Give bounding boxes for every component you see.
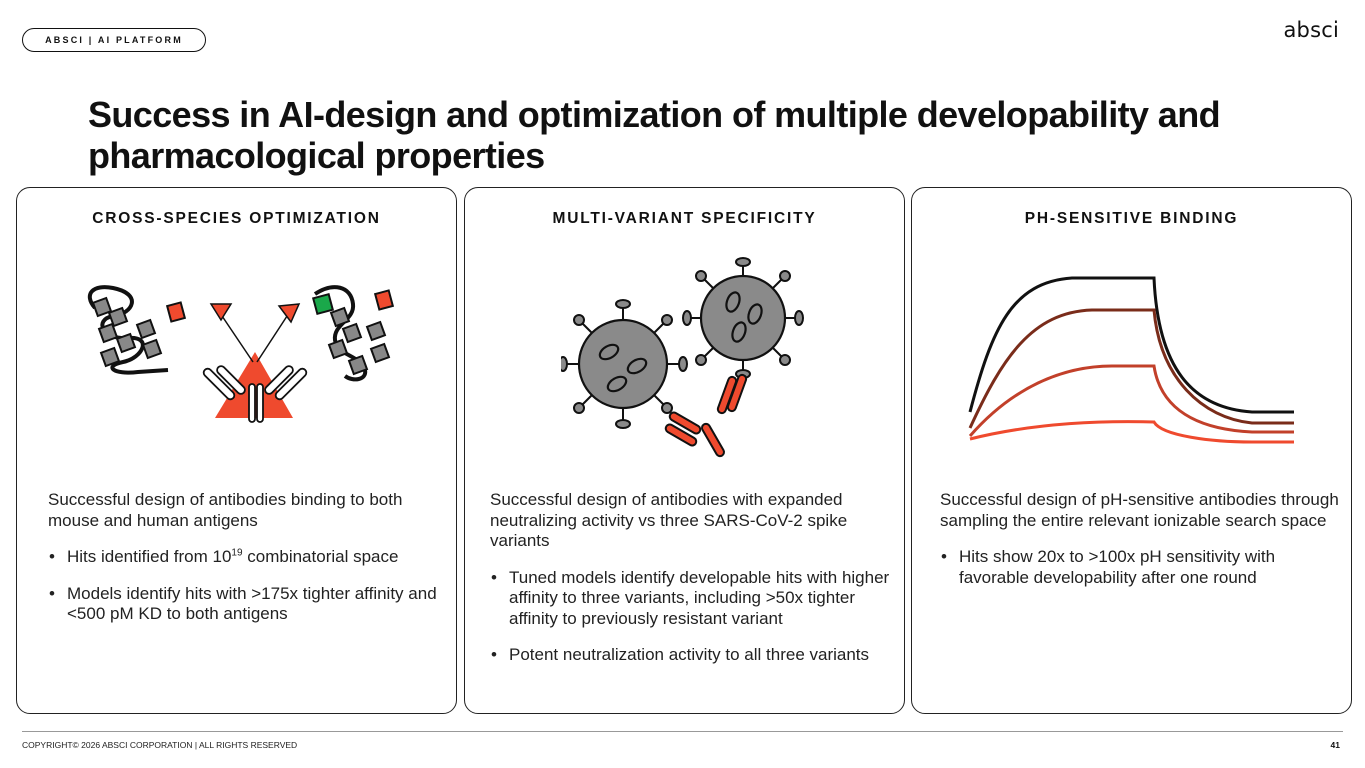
binding-curves-icon: [968, 276, 1294, 444]
protein-antibody-icon: [87, 285, 395, 423]
bullet-text-cont: combinatorial space: [242, 547, 399, 566]
footer-divider: [22, 731, 1343, 732]
copyright-text: COPYRIGHT© 2026 ABSCI CORPORATION | ALL …: [22, 740, 298, 750]
card-heading: MULTI-VARIANT SPECIFICITY: [552, 210, 817, 227]
card-intro: Successful design of antibodies binding …: [48, 490, 403, 530]
card-body: Successful design of antibodies binding …: [48, 490, 438, 641]
card-intro: Successful design of pH-sensitive antibo…: [940, 490, 1339, 530]
section-tag: ABSCI | AI PLATFORM: [22, 28, 206, 52]
card-heading: CROSS-SPECIES OPTIMIZATION: [92, 210, 381, 227]
bullet-item: Tuned models identify developable hits w…: [490, 568, 890, 630]
card-body: Successful design of pH-sensitive antibo…: [940, 490, 1340, 604]
bullet-text: Hits identified from 10: [67, 547, 232, 566]
bullet-item: Models identify hits with >175x tighter …: [48, 584, 438, 625]
page-number: 41: [1330, 740, 1340, 750]
bullet-item: Hits identified from 1019 combinatorial …: [48, 547, 438, 568]
page-title: Success in AI-design and optimization of…: [88, 94, 1221, 176]
card-multi-variant: MULTI-VARIANT SPECIFICITY: [464, 187, 905, 714]
card-intro: Successful design of antibodies with exp…: [490, 490, 848, 550]
virus-antibody-icon: [561, 257, 804, 458]
exponent: 19: [231, 547, 243, 559]
card-cross-species: CROSS-SPECIES OPTIMIZATION: [16, 187, 457, 714]
bullet-item: Potent neutralization activity to all th…: [490, 645, 890, 666]
card-ph-sensitive: PH-SENSITIVE BINDING Successful design o…: [911, 187, 1352, 714]
card-body: Successful design of antibodies with exp…: [490, 490, 890, 682]
card-heading: PH-SENSITIVE BINDING: [1024, 210, 1239, 227]
bullet-item: Hits show 20x to >100x pH sensitivity wi…: [940, 547, 1340, 588]
absci-logo: absci: [1283, 18, 1339, 42]
